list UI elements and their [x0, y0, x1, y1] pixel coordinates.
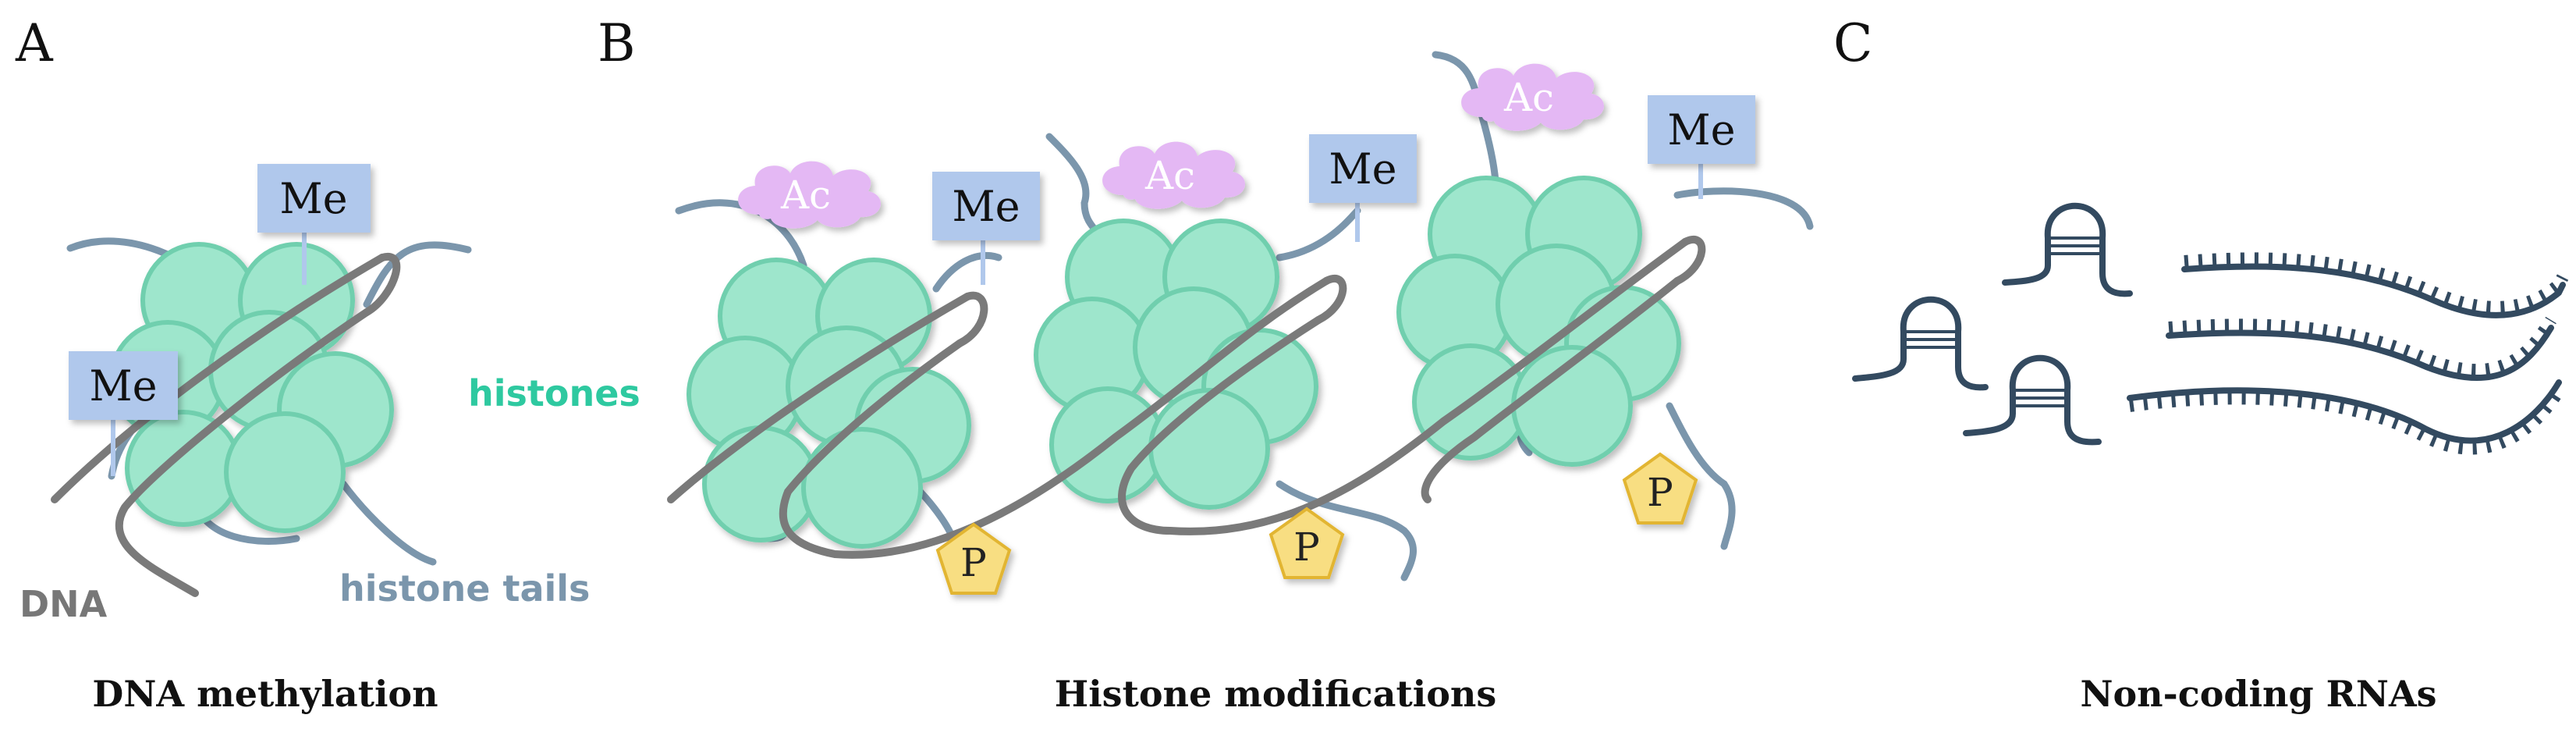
hairpin-rna-2: [1852, 296, 1989, 391]
phospho-label: P: [1647, 470, 1673, 515]
long-rna-2: [2166, 316, 2556, 382]
dna-strand-a: [51, 252, 401, 597]
acetyl-mark-b1: Ac: [738, 161, 882, 229]
panel-letter-b: B: [598, 13, 636, 73]
acetyl-label: Ac: [1144, 153, 1195, 198]
histones-label: histones: [468, 372, 640, 414]
phospho-label: P: [960, 540, 987, 585]
panel-letter-c: C: [1833, 13, 1873, 73]
caption-a: DNA methylation: [92, 673, 438, 715]
acetyl-mark-b3: Ac: [1461, 63, 1605, 131]
methyl-label: Me: [1329, 144, 1396, 194]
methyl-mark-a-left: Me: [69, 351, 178, 476]
dna-strand-b: [667, 236, 1706, 559]
methyl-label: Me: [279, 174, 347, 223]
acetyl-label: Ac: [1503, 75, 1554, 120]
methyl-mark-b3: Me: [1648, 95, 1755, 199]
panel-c: C: [1833, 13, 2569, 715]
panel-letter-a: A: [15, 13, 54, 73]
panel-b: B: [598, 13, 1814, 715]
histone-tails-label: histone tails: [339, 567, 590, 610]
methyl-mark-b1: Me: [932, 172, 1040, 285]
hairpin-rna-3: [1963, 354, 2102, 446]
long-rna-1: [2181, 252, 2569, 318]
methyl-mark-b2: Me: [1309, 134, 1417, 242]
panel-a: A Me Me histones: [15, 13, 640, 715]
acetyl-label: Ac: [780, 172, 831, 218]
phospho-mark-b1: P: [936, 523, 1011, 595]
caption-c: Non-coding RNAs: [2080, 673, 2436, 715]
methyl-label: Me: [89, 361, 157, 411]
methyl-mark-a-top: Me: [257, 164, 371, 285]
dna-label: DNA: [20, 583, 108, 625]
phospho-label: P: [1293, 524, 1320, 570]
methyl-label: Me: [1667, 105, 1735, 155]
hairpin-rna-1: [2002, 202, 2133, 297]
phospho-mark-b3: P: [1623, 453, 1698, 524]
long-rna-3: [2127, 379, 2564, 455]
phospho-mark-b2: P: [1269, 507, 1344, 579]
acetyl-mark-b2: Ac: [1102, 141, 1246, 209]
methyl-label: Me: [952, 182, 1020, 231]
caption-b: Histone modifications: [1055, 673, 1497, 715]
